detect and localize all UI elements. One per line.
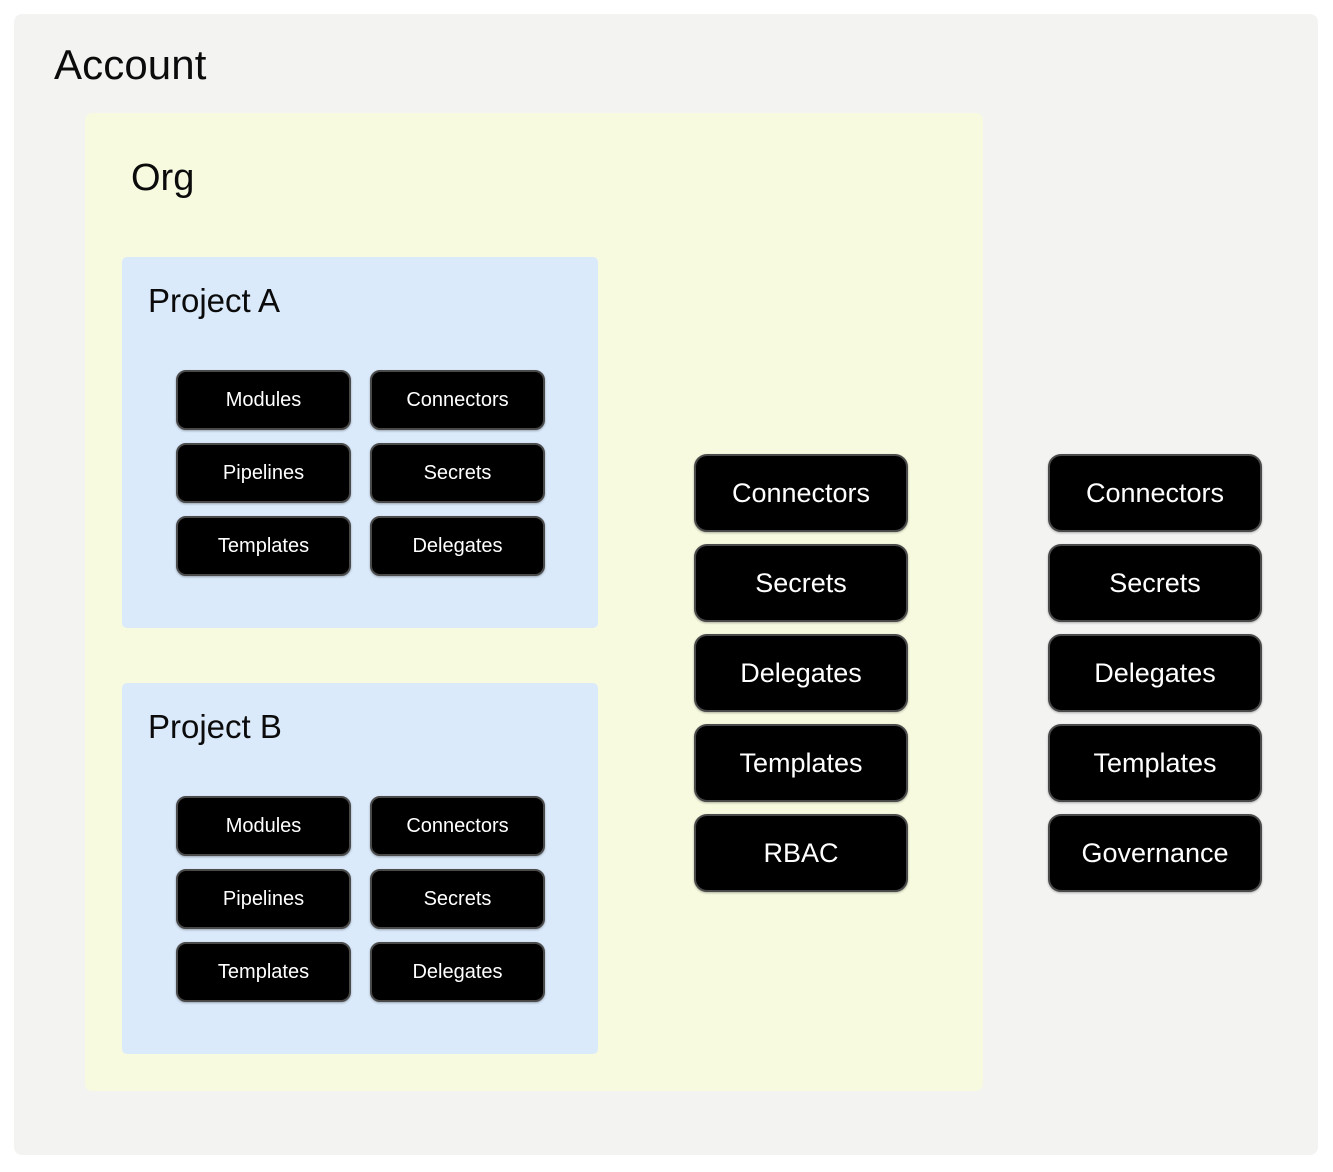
org-resource-templates[interactable]: Templates [694, 724, 908, 802]
org-resource-secrets[interactable]: Secrets [694, 544, 908, 622]
account-scope-title: Account [54, 41, 207, 88]
account-resource-connectors[interactable]: Connectors [1048, 454, 1262, 532]
project-a-resource-connectors[interactable]: Connectors [370, 370, 545, 430]
account-scope-container: Account Org Project A Modules Connectors… [14, 14, 1318, 1155]
org-resource-delegates[interactable]: Delegates [694, 634, 908, 712]
project-a-resource-pipelines[interactable]: Pipelines [176, 443, 351, 503]
project-b-resource-secrets[interactable]: Secrets [370, 869, 545, 929]
project-a-resource-templates[interactable]: Templates [176, 516, 351, 576]
project-b-resource-pipelines[interactable]: Pipelines [176, 869, 351, 929]
project-b-resource-delegates[interactable]: Delegates [370, 942, 545, 1002]
account-resource-secrets[interactable]: Secrets [1048, 544, 1262, 622]
project-b-scope-container: Project B Modules Connectors Pipelines S… [122, 683, 598, 1054]
project-a-resource-secrets[interactable]: Secrets [370, 443, 545, 503]
org-resource-column: Connectors Secrets Delegates Templates R… [694, 454, 908, 892]
project-b-resource-templates[interactable]: Templates [176, 942, 351, 1002]
org-resource-rbac[interactable]: RBAC [694, 814, 908, 892]
project-b-resource-modules[interactable]: Modules [176, 796, 351, 856]
project-a-scope-container: Project A Modules Connectors Pipelines S… [122, 257, 598, 628]
account-resource-governance[interactable]: Governance [1048, 814, 1262, 892]
org-scope-title: Org [131, 157, 195, 199]
project-b-resource-connectors[interactable]: Connectors [370, 796, 545, 856]
project-a-title: Project A [148, 282, 281, 319]
org-resource-connectors[interactable]: Connectors [694, 454, 908, 532]
project-a-resource-delegates[interactable]: Delegates [370, 516, 545, 576]
project-b-title: Project B [148, 708, 282, 745]
project-a-resource-grid: Modules Connectors Pipelines Secrets Tem… [176, 370, 545, 576]
account-resource-templates[interactable]: Templates [1048, 724, 1262, 802]
project-a-resource-modules[interactable]: Modules [176, 370, 351, 430]
project-b-resource-grid: Modules Connectors Pipelines Secrets Tem… [176, 796, 545, 1002]
account-resource-column: Connectors Secrets Delegates Templates G… [1048, 454, 1262, 892]
account-resource-delegates[interactable]: Delegates [1048, 634, 1262, 712]
